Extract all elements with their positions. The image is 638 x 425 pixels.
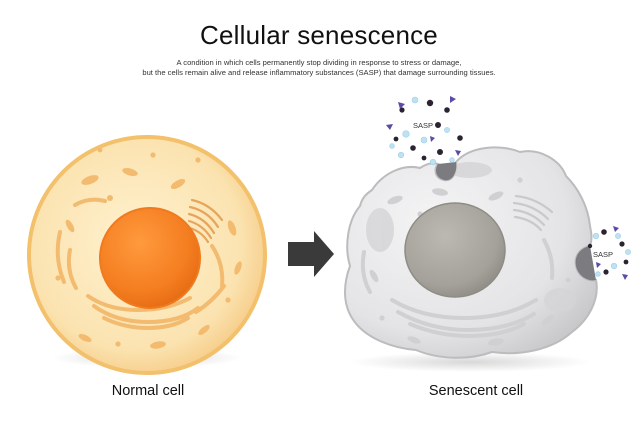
- normal-cell-label: Normal cell: [111, 383, 185, 399]
- transition-arrow: [288, 231, 334, 277]
- sasp-dark-particles-right: [587, 229, 629, 275]
- senescent-cell-nucleus: [404, 202, 506, 298]
- sasp-label-right: SASP: [593, 250, 613, 259]
- senescent-cell-golgi: [512, 194, 554, 232]
- sasp-blue-particles: [389, 96, 455, 166]
- sasp-blue-particles-right: [592, 232, 631, 277]
- sasp-cluster-right: SASP: [587, 226, 631, 280]
- senescent-cell-shading: [366, 162, 576, 312]
- sasp-purple-particles: [386, 96, 461, 156]
- page-subtitle: A condition in which cells permanently s…: [0, 58, 638, 78]
- sasp-label-top: SASP: [413, 121, 433, 130]
- normal-cell-golgi: [187, 198, 224, 244]
- subtitle-line-1: A condition in which cells permanently s…: [176, 58, 462, 67]
- sasp-dark-particles: [393, 99, 463, 161]
- normal-cell-nucleus: [99, 207, 201, 309]
- senescent-cell-vesicles: [369, 177, 571, 346]
- normal-cell-vesicles: [55, 147, 242, 349]
- secretion-pit-right: [575, 246, 596, 281]
- page-title: Cellular senescence: [200, 20, 438, 50]
- senescent-cell-label: Senescent cell: [428, 383, 524, 399]
- senescent-cell-shadow: [350, 352, 590, 372]
- sasp-cluster-top: SASP: [386, 96, 463, 166]
- normal-cell-organelles: [55, 197, 226, 331]
- sasp-purple-particles-right: [596, 226, 628, 280]
- senescent-cell: [344, 146, 598, 372]
- normal-cell: [27, 135, 267, 375]
- subtitle-line-2: but the cells remain alive and release i…: [142, 68, 496, 77]
- secretion-pit-top: [436, 162, 457, 181]
- senescent-cell-organelles: [360, 238, 555, 339]
